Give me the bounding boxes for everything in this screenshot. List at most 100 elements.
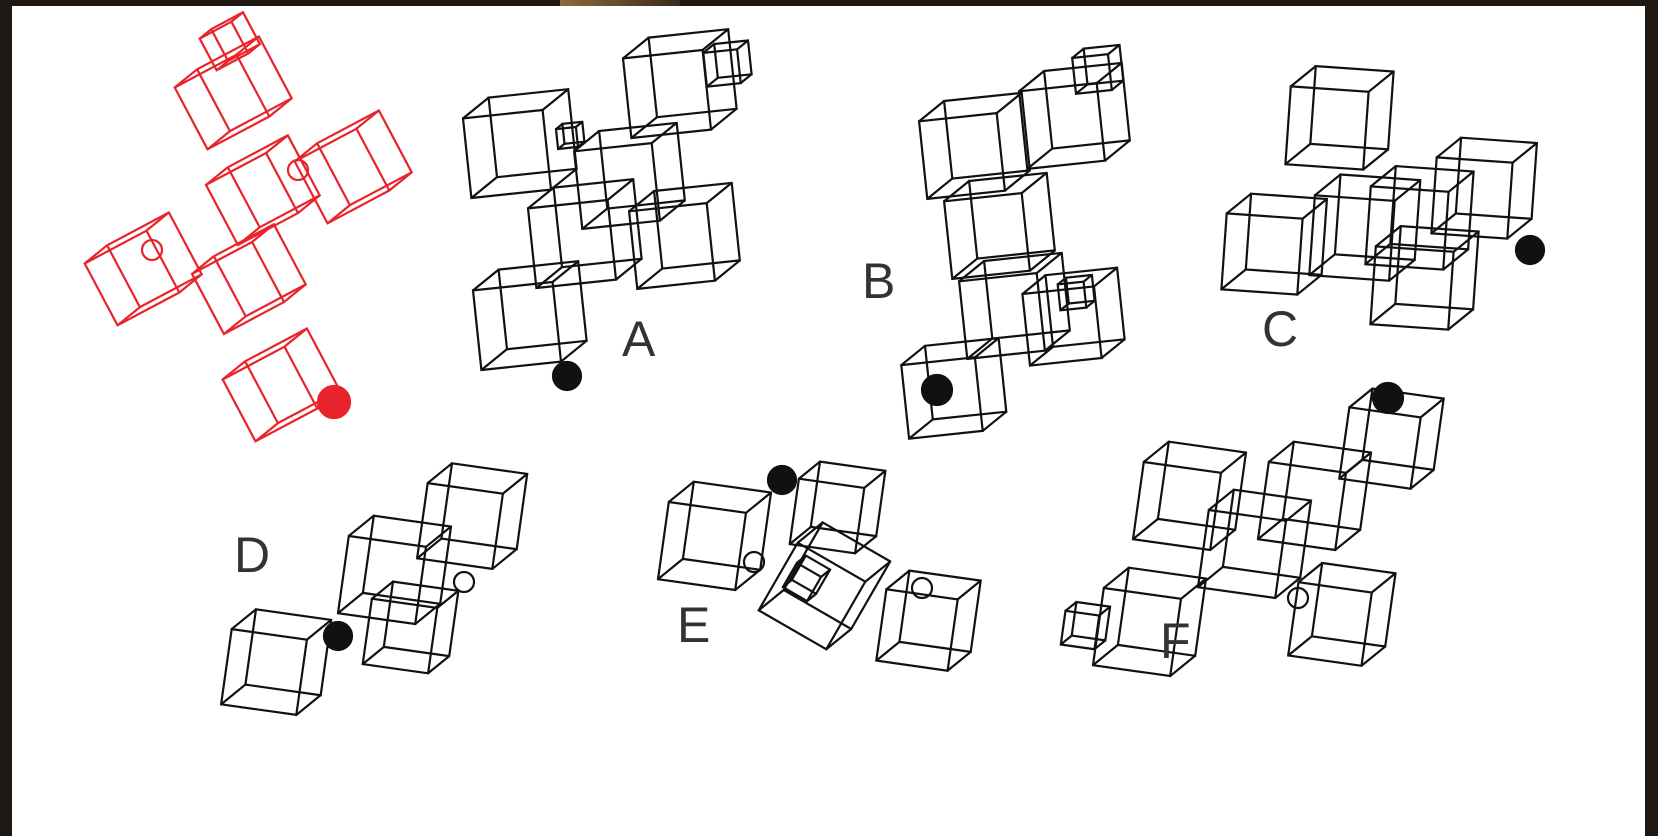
option-b-cube-edge	[1026, 147, 1053, 170]
option-a-cube-front-face	[461, 108, 553, 200]
option-b-dot	[920, 373, 954, 407]
option-d-cube	[219, 608, 333, 717]
option-b-cube-edge	[966, 337, 993, 360]
reference-cube-edge	[178, 273, 203, 294]
option-e-cube	[656, 480, 773, 592]
option-e-cube	[875, 569, 982, 672]
option-f-cube-edge	[1169, 654, 1196, 677]
option-d-cube-edge	[337, 592, 364, 615]
option-a-cube-edge	[462, 96, 490, 120]
option-b-cube-edge	[974, 337, 1000, 359]
option-b-figure[interactable]	[900, 43, 1132, 440]
option-a-small-cube-edge	[706, 76, 719, 88]
option-e-small-cube	[781, 554, 832, 603]
option-d-cube-edge	[425, 525, 452, 548]
option-a-cube-back-face	[652, 181, 742, 270]
option-b-cube-edge	[926, 177, 953, 200]
option-b-cube-edge	[1044, 329, 1071, 352]
option-e-cube-edge	[885, 569, 911, 591]
option-c-cube-edge	[1430, 212, 1457, 235]
option-d-figure[interactable]	[219, 462, 529, 717]
option-b-cube-edge	[900, 344, 926, 366]
option-b-cube-edge	[1100, 338, 1126, 359]
option-d-cube-edge	[362, 646, 385, 665]
option-f-label: F	[1160, 613, 1191, 669]
option-a-cube-edge	[714, 259, 741, 282]
option-b-cube-edge	[1036, 252, 1063, 274]
option-a-figure[interactable]	[461, 27, 753, 392]
option-e-cube-edge	[875, 641, 901, 662]
reference-cube-edge	[206, 130, 231, 151]
option-f-small-cube	[1059, 600, 1112, 651]
option-a-cube-back-face	[647, 27, 738, 119]
option-c-figure[interactable]	[1220, 64, 1546, 331]
reference-cube-edge	[283, 283, 307, 303]
option-a-label: A	[622, 311, 656, 367]
option-f-cube-edge	[1285, 499, 1312, 522]
option-e-figure[interactable]	[656, 460, 982, 672]
reference-cube-edge	[235, 35, 260, 56]
mental-rotation-figure: A B C D E F	[83, 10, 1546, 717]
reference-cube-edge	[221, 360, 246, 381]
option-b-small-cube-edge	[1085, 299, 1096, 309]
option-f-cube-edge	[1103, 566, 1130, 589]
option-b-cube	[917, 91, 1032, 201]
option-e-cube-edge	[657, 558, 684, 581]
option-a-cube-edge	[535, 266, 563, 289]
option-d-label: D	[234, 527, 270, 583]
option-a-dot	[551, 360, 583, 392]
option-f-cube-edge	[1180, 577, 1207, 600]
option-b-small-cube	[1070, 43, 1125, 96]
option-c-cube-edge	[1296, 273, 1323, 296]
option-c-cube-edge	[1506, 217, 1533, 240]
option-e-cube-back-face	[809, 460, 887, 538]
option-b-cube-front-face	[942, 191, 1032, 281]
option-f-peg	[1286, 586, 1310, 610]
frame-accent	[560, 0, 680, 6]
option-a-cube-edge	[659, 199, 686, 222]
reference-cube-edge	[388, 171, 413, 192]
reference-cube-edge	[145, 211, 170, 232]
option-c-cube-edge	[1388, 259, 1416, 282]
option-c-cube-edge	[1314, 173, 1342, 197]
option-d-cube	[415, 462, 529, 571]
option-a-small-cube-edge	[736, 39, 749, 51]
option-b-small-cube-edge	[1071, 47, 1085, 59]
option-d-cube-edge	[306, 619, 332, 641]
puzzle-panel: A B C D E F	[12, 6, 1645, 836]
option-d-dot	[322, 620, 354, 652]
option-d-cube-edge	[502, 473, 528, 495]
option-f-cube-edge	[1092, 644, 1119, 667]
reference-small-cube-edge	[230, 11, 244, 23]
option-e-small-cube-front-face	[781, 561, 823, 603]
option-e-small-cube-edge	[820, 568, 831, 578]
option-b-cube-edge	[1029, 345, 1054, 367]
option-d-cube-edge	[416, 537, 443, 560]
option-f-cube-front-face	[1256, 460, 1348, 552]
option-b-cube	[1021, 266, 1126, 367]
option-a-small-cube-edge	[575, 120, 583, 128]
option-b-small-cube-edge	[1059, 302, 1070, 312]
option-c-cube-front-face	[1308, 194, 1396, 282]
reference-small-cube-edge	[198, 28, 212, 40]
option-f-cube-back-face	[1310, 561, 1397, 648]
reference-cube-front-face	[221, 345, 319, 443]
option-b-cube-edge	[1093, 266, 1118, 288]
option-a-cube-edge	[581, 207, 608, 230]
option-f-figure[interactable]	[1059, 381, 1445, 678]
option-f-cube-edge	[1268, 440, 1295, 463]
option-a-cube-edge	[615, 257, 643, 281]
option-b-cube	[957, 251, 1072, 361]
option-e-cube-edge	[797, 521, 824, 544]
option-b-small-cube-edge	[1082, 274, 1093, 283]
option-e-small-cube-edge	[782, 578, 793, 588]
option-c-cube-front-face	[1220, 212, 1304, 296]
reference-cube	[221, 327, 342, 443]
option-d-peg	[452, 570, 476, 594]
option-f-cube	[1338, 387, 1445, 490]
option-f-small-cube-back-face	[1070, 600, 1112, 642]
option-e-dot	[766, 464, 798, 496]
option-d-cube-edge	[348, 514, 375, 537]
option-c-cube-edge	[1226, 192, 1252, 215]
option-f-cube-edge	[1360, 645, 1386, 667]
